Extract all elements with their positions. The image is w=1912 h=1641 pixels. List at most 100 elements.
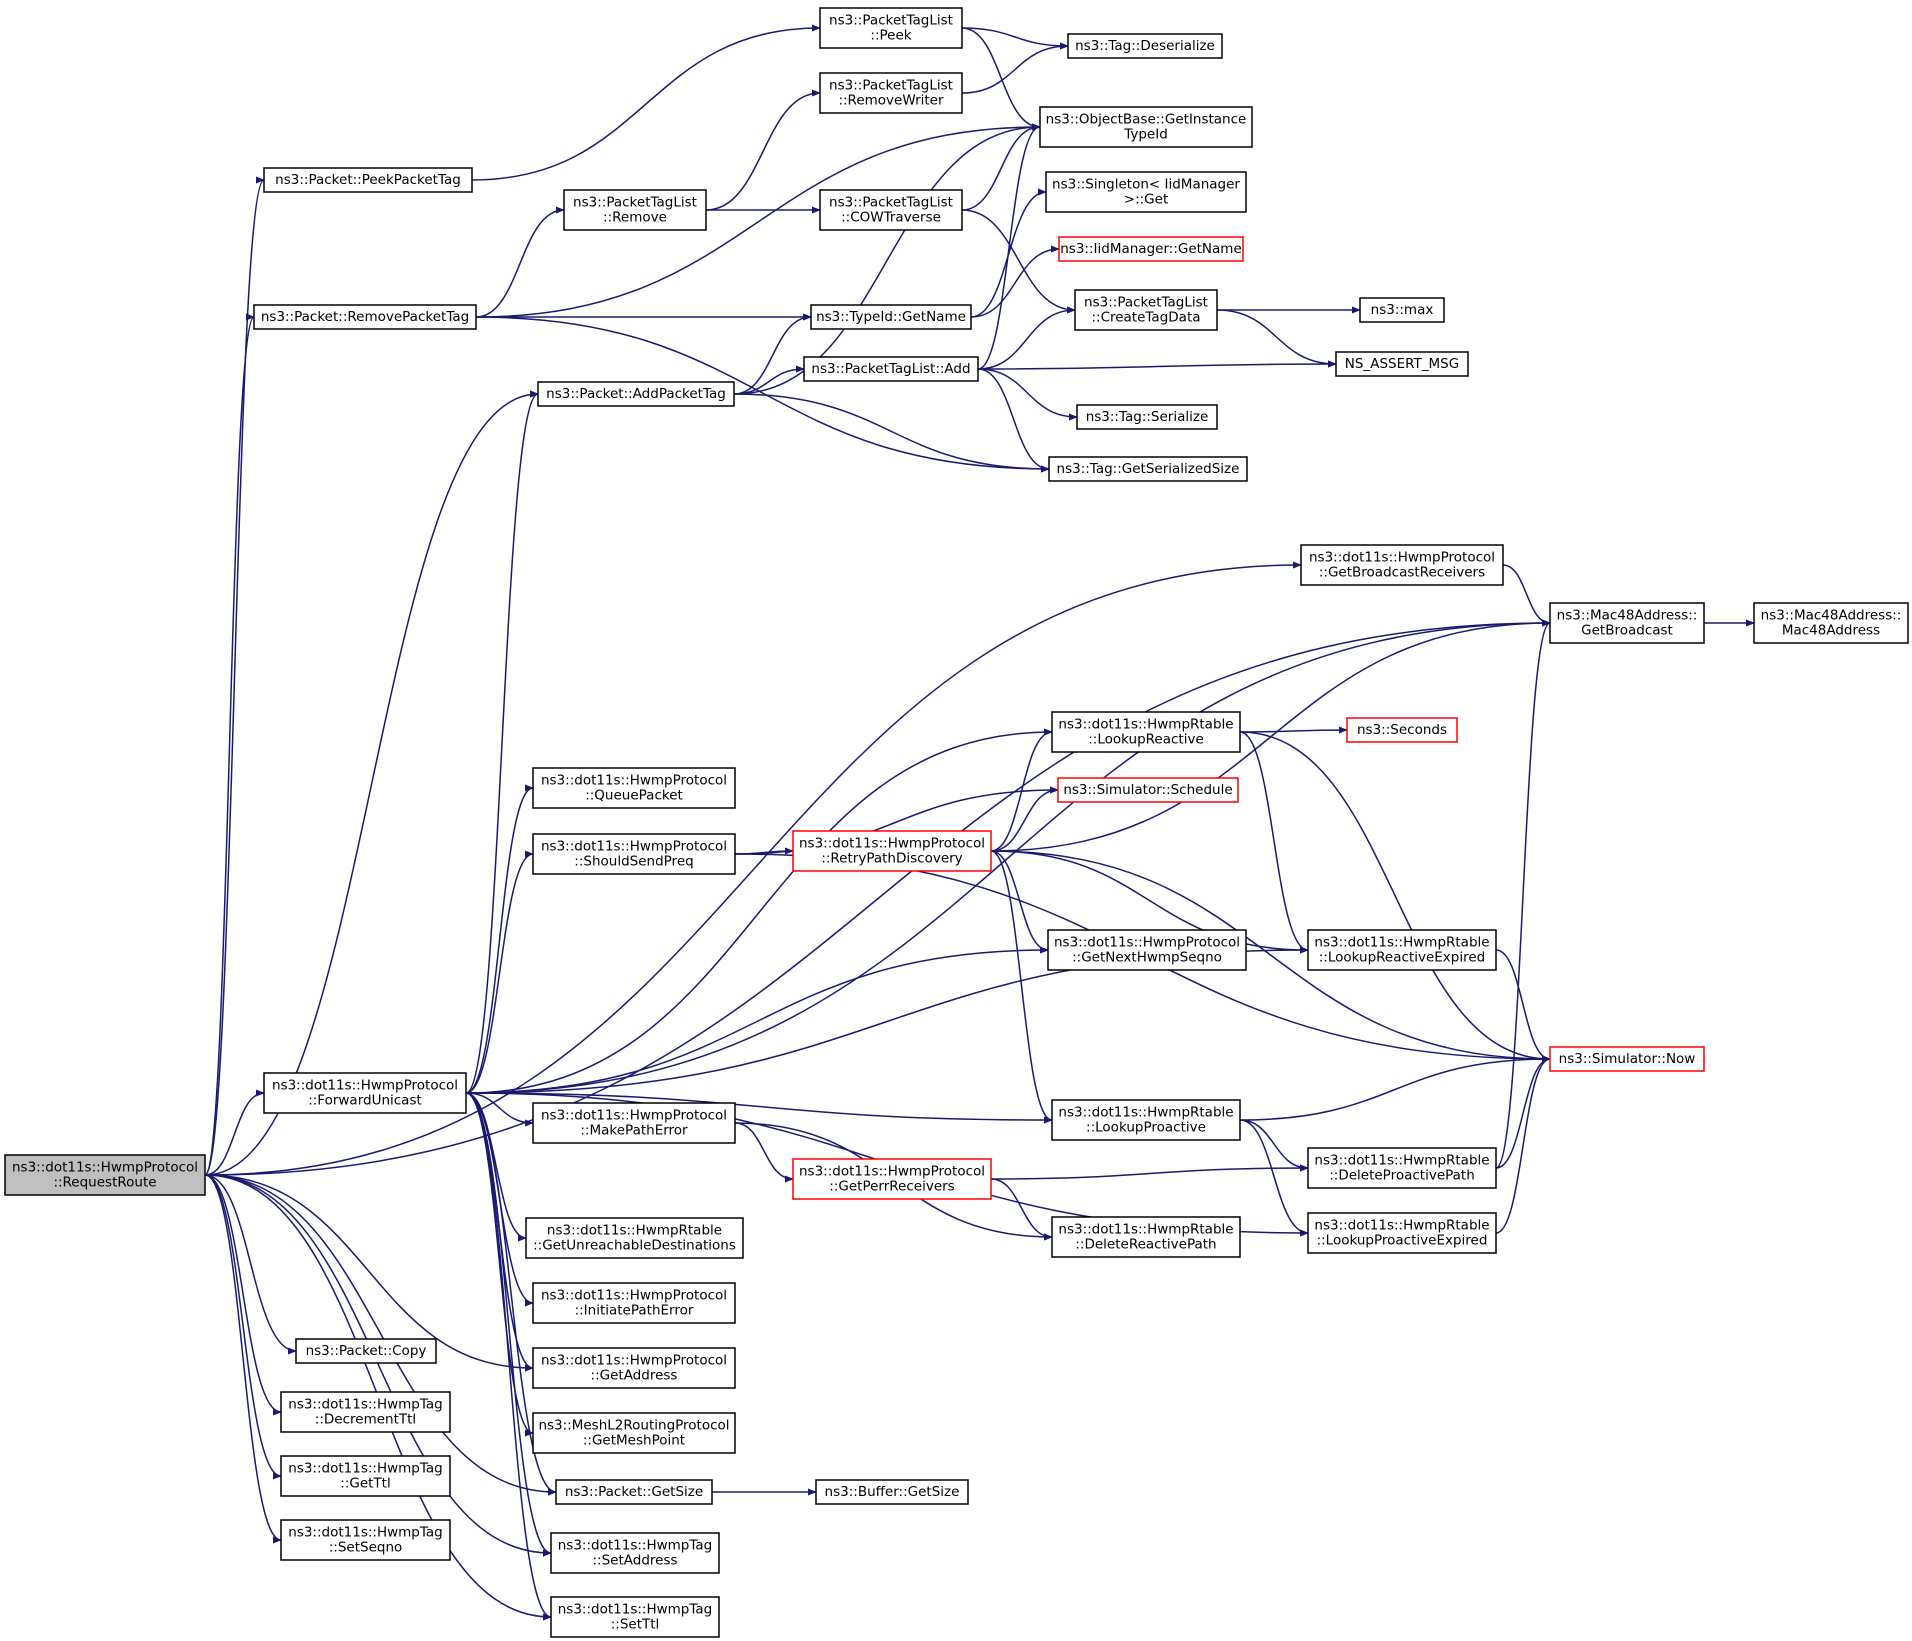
node-get-broadcast-receivers[interactable]: ns3::dot11s::HwmpProtocol::GetBroadcastR… — [1300, 544, 1504, 586]
node-ptl-add[interactable]: ns3::PacketTagList::Add — [803, 356, 979, 382]
node-box — [792, 1158, 992, 1200]
edge-ptl-remove-to-ptl-remove-writer — [705, 89, 821, 211]
node-ptl-remove[interactable]: ns3::PacketTagList::Remove — [563, 189, 707, 231]
node-label: ns3::Mac48Address:: — [1557, 608, 1698, 624]
node-simulator-schedule[interactable]: ns3::Simulator::Schedule — [1057, 777, 1239, 803]
edge-get-perr-receivers-to-delete-proactive-path — [990, 1164, 1309, 1180]
node-ns3-max[interactable]: ns3::max — [1359, 297, 1445, 323]
edge-add-packet-tag-to-tag-get-serialized-size — [733, 393, 1050, 473]
node-typeid-get-name[interactable]: ns3::TypeId::GetName — [810, 304, 972, 330]
edge-lookup-reactive-to-simulator-now — [1239, 731, 1551, 1063]
node-get-ttl[interactable]: ns3::dot11s::HwmpTag::GetTtl — [280, 1455, 451, 1497]
node-label: ::Remove — [603, 210, 667, 226]
node-tag-serialize[interactable]: ns3::Tag::Serialize — [1076, 404, 1218, 430]
node-box — [1045, 171, 1247, 213]
node-ptl-create-tag-data[interactable]: ns3::PacketTagList::CreateTagData — [1074, 289, 1218, 331]
node-label: ::CreateTagData — [1091, 310, 1200, 326]
node-ptl-remove-writer[interactable]: ns3::PacketTagList::RemoveWriter — [819, 72, 963, 114]
node-lookup-proactive-expired[interactable]: ns3::dot11s::HwmpRtable::LookupProactive… — [1307, 1212, 1497, 1254]
edge-forward-unicast-to-should-send-preq — [465, 850, 534, 1094]
node-simulator-now[interactable]: ns3::Simulator::Now — [1549, 1046, 1705, 1072]
node-decrement-ttl[interactable]: ns3::dot11s::HwmpTag::DecrementTtl — [280, 1391, 451, 1433]
node-label: ::GetNextHwmpSeqno — [1072, 950, 1222, 966]
node-tag-set-ttl[interactable]: ns3::dot11s::HwmpTag::SetTtl — [550, 1596, 720, 1638]
node-set-seqno[interactable]: ns3::dot11s::HwmpTag::SetSeqno — [280, 1519, 451, 1561]
node-label: ns3::dot11s::HwmpProtocol — [799, 836, 985, 852]
node-tag-set-address[interactable]: ns3::dot11s::HwmpTag::SetAddress — [550, 1532, 720, 1574]
node-ptl-peek[interactable]: ns3::PacketTagList::Peek — [819, 7, 963, 49]
node-label: ns3::MeshL2RoutingProtocol — [538, 1418, 729, 1434]
node-get-next-hwmp-seqno[interactable]: ns3::dot11s::HwmpProtocol::GetNextHwmpSe… — [1047, 929, 1247, 971]
node-get-address[interactable]: ns3::dot11s::HwmpProtocol::GetAddress — [532, 1347, 736, 1389]
node-delete-reactive-path[interactable]: ns3::dot11s::HwmpRtable::DeleteReactiveP… — [1051, 1216, 1241, 1258]
node-box — [792, 830, 992, 872]
node-label: ns3::PacketTagList — [1084, 295, 1208, 311]
node-get-mesh-point[interactable]: ns3::MeshL2RoutingProtocol::GetMeshPoint — [532, 1412, 736, 1454]
node-remove-packet-tag[interactable]: ns3::Packet::RemovePacketTag — [253, 304, 477, 330]
edge-forward-unicast-to-get-mesh-point — [465, 1092, 534, 1437]
node-make-path-error[interactable]: ns3::dot11s::HwmpProtocol::MakePathError — [532, 1102, 736, 1144]
node-get-perr-receivers[interactable]: ns3::dot11s::HwmpProtocol::GetPerrReceiv… — [792, 1158, 992, 1200]
node-ns-assert-msg[interactable]: NS_ASSERT_MSG — [1335, 351, 1469, 377]
edge-retry-path-discovery-to-simulator-schedule — [990, 786, 1059, 852]
node-box — [803, 356, 979, 382]
node-packet-copy[interactable]: ns3::Packet::Copy — [295, 1338, 437, 1364]
node-buffer-get-size[interactable]: ns3::Buffer::GetSize — [815, 1479, 969, 1505]
node-request-route[interactable]: ns3::dot11s::HwmpProtocol::RequestRoute — [4, 1154, 206, 1196]
edge-request-route-to-get-broadcast-receivers — [204, 561, 1302, 1176]
node-tag-deserialize[interactable]: ns3::Tag::Deserialize — [1067, 33, 1223, 59]
edge-lookup-reactive-expired-to-simulator-now — [1495, 949, 1551, 1063]
node-box — [1307, 1147, 1497, 1189]
node-label: ::LookupProactiveExpired — [1317, 1233, 1488, 1249]
edge-ptl-add-to-ns-assert-msg — [977, 360, 1337, 370]
edge-forward-unicast-to-lookup-reactive — [465, 728, 1053, 1094]
node-mac48-address[interactable]: ns3::Mac48Address::Mac48Address — [1753, 602, 1909, 644]
node-label: ::ForwardUnicast — [308, 1093, 422, 1109]
edge-delete-proactive-path-to-mac48-get-broadcast — [1495, 619, 1551, 1169]
node-label: ::GetUnreachableDestinations — [533, 1238, 736, 1254]
node-delete-proactive-path[interactable]: ns3::dot11s::HwmpRtable::DeleteProactive… — [1307, 1147, 1497, 1189]
edge-lookup-reactive-to-ns3-seconds — [1239, 726, 1348, 734]
node-label: ns3::PacketTagList::Add — [811, 361, 970, 377]
node-ptl-cow-traverse[interactable]: ns3::PacketTagList::COWTraverse — [819, 189, 963, 231]
edge-lookup-proactive-to-lookup-proactive-expired — [1239, 1119, 1309, 1237]
node-label: ns3::Buffer::GetSize — [825, 1484, 960, 1500]
node-add-packet-tag[interactable]: ns3::Packet::AddPacketTag — [537, 381, 735, 407]
node-tag-get-serialized-size[interactable]: ns3::Tag::GetSerializedSize — [1048, 456, 1248, 482]
edge-forward-unicast-to-tag-set-ttl — [465, 1092, 552, 1621]
node-singleton-get[interactable]: ns3::Singleton< IidManager >::Get — [1045, 171, 1247, 213]
edge-ptl-add-to-tag-serialize — [977, 368, 1078, 421]
node-initiate-path-error[interactable]: ns3::dot11s::HwmpProtocol::InitiatePathE… — [532, 1282, 736, 1324]
node-peek-packet-tag[interactable]: ns3::Packet::PeekPacketTag — [263, 167, 473, 193]
node-box — [280, 1519, 451, 1561]
node-retry-path-discovery[interactable]: ns3::dot11s::HwmpProtocol::RetryPathDisc… — [792, 830, 992, 872]
node-label: ns3::dot11s::HwmpProtocol — [12, 1160, 198, 1176]
node-box — [550, 1596, 720, 1638]
node-queue-packet[interactable]: ns3::dot11s::HwmpProtocol::QueuePacket — [532, 767, 736, 809]
node-ns3-seconds[interactable]: ns3::Seconds — [1346, 717, 1458, 743]
node-label: ns3::dot11s::HwmpTag — [288, 1461, 442, 1477]
node-lookup-reactive-expired[interactable]: ns3::dot11s::HwmpRtable::LookupReactiveE… — [1307, 929, 1497, 971]
node-box — [1057, 777, 1239, 803]
node-label: ns3::Simulator::Schedule — [1063, 782, 1232, 798]
edge-add-packet-tag-to-ptl-add — [733, 365, 805, 395]
node-lookup-reactive[interactable]: ns3::dot11s::HwmpRtable::LookupReactive — [1051, 711, 1241, 753]
node-get-unreachable[interactable]: ns3::dot11s::HwmpRtable::GetUnreachableD… — [525, 1217, 744, 1259]
node-lookup-proactive[interactable]: ns3::dot11s::HwmpRtable::LookupProactive — [1051, 1099, 1241, 1141]
node-box — [537, 381, 735, 407]
node-box — [1753, 602, 1909, 644]
node-box — [263, 167, 473, 193]
node-iid-get-name[interactable]: ns3::IidManager::GetName — [1058, 236, 1244, 262]
node-box — [532, 1347, 736, 1389]
node-mac48-get-broadcast[interactable]: ns3::Mac48Address::GetBroadcast — [1549, 602, 1705, 644]
edge-request-route-to-mac48-get-broadcast — [204, 619, 1551, 1176]
node-label: ns3::dot11s::HwmpRtable — [1314, 1218, 1489, 1234]
node-packet-get-size[interactable]: ns3::Packet::GetSize — [555, 1479, 713, 1505]
node-box — [532, 767, 736, 809]
node-should-send-preq[interactable]: ns3::dot11s::HwmpProtocol::ShouldSendPre… — [532, 833, 736, 875]
node-forward-unicast[interactable]: ns3::dot11s::HwmpProtocol::ForwardUnicas… — [263, 1072, 467, 1114]
node-label: GetBroadcast — [1581, 623, 1673, 639]
node-label: ::QueuePacket — [585, 788, 683, 804]
